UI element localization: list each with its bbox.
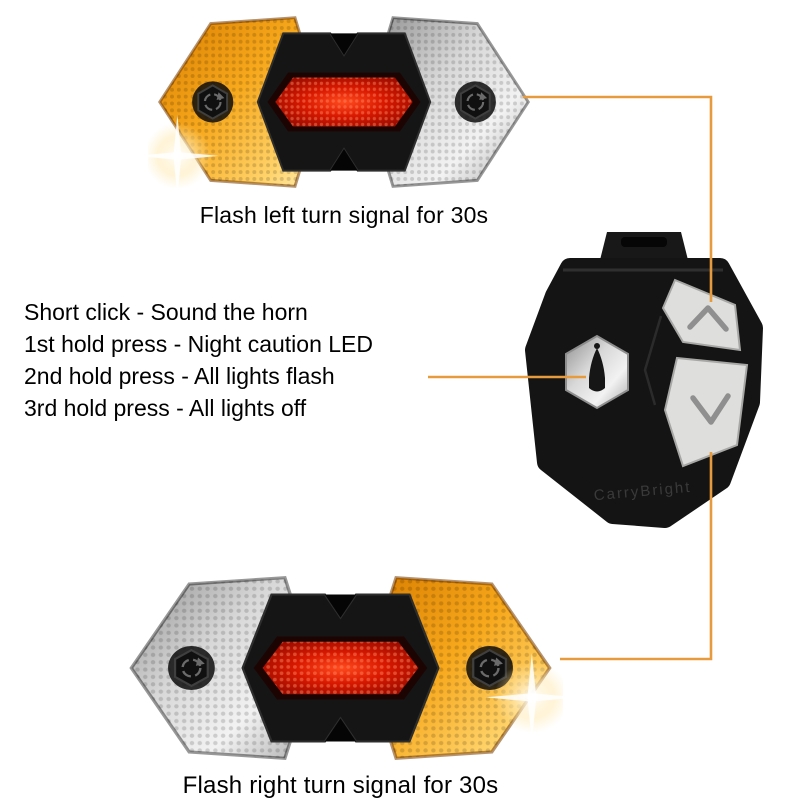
instructions-block: Short click - Sound the horn 1st hold pr… — [24, 296, 434, 424]
instruction-line-3: 2nd hold press - All lights flash — [24, 363, 335, 389]
caption-flash-right: Flash right turn signal for 30s — [182, 772, 499, 799]
caption-flash-left: Flash left turn signal for 30s — [199, 202, 489, 228]
tail-light-top — [136, 4, 540, 200]
chevron-down-icon — [690, 393, 731, 425]
left-turn-signal-button — [661, 278, 742, 352]
chevron-up-icon — [687, 305, 729, 332]
horn-button — [565, 334, 629, 410]
connector-top-light-to-up-button — [523, 95, 713, 302]
instruction-line-4: 3rd hold press - All lights off — [24, 395, 307, 421]
red-reflector — [253, 636, 428, 700]
horn-icon — [589, 343, 605, 392]
connector-down-button-to-bottom-light — [560, 452, 713, 661]
remote-clip — [599, 232, 689, 264]
red-reflector — [267, 72, 421, 132]
instruction-line-2: 1st hold press - Night caution LED — [24, 331, 374, 357]
remote-control: CarryBright — [525, 230, 770, 535]
instruction-line-1: Short click - Sound the horn — [24, 299, 308, 325]
tail-light-bottom — [118, 563, 579, 773]
